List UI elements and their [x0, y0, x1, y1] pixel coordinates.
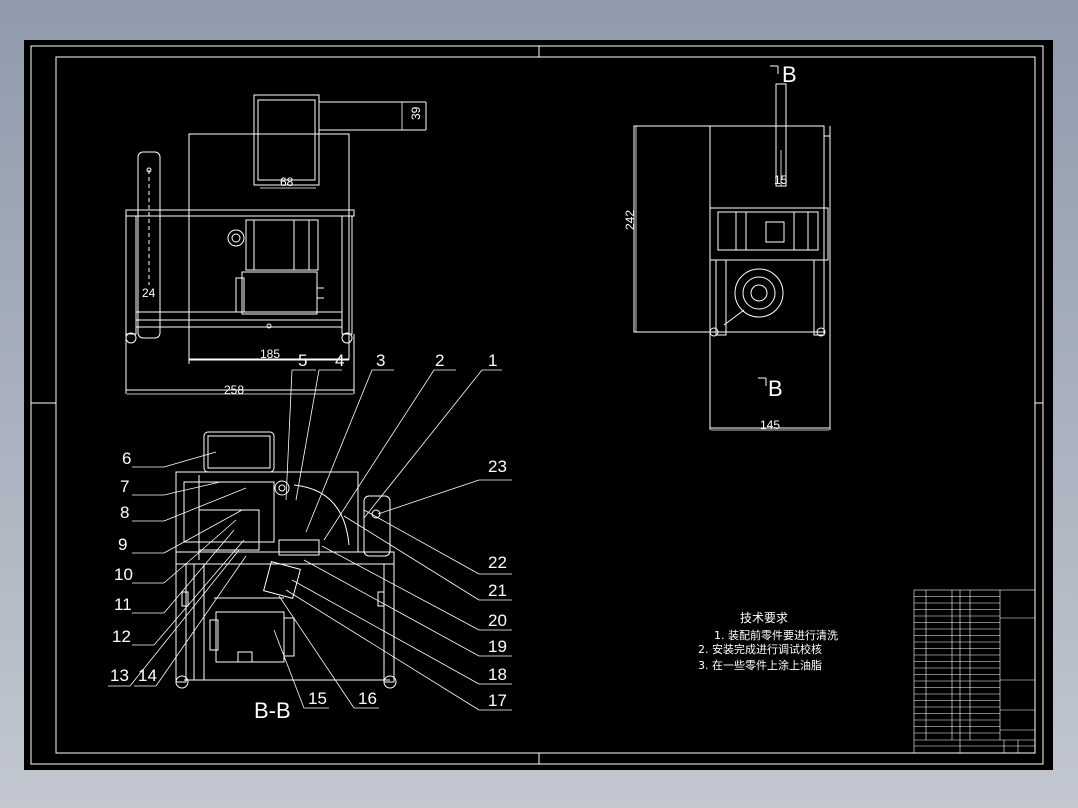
part-number-9: 9	[118, 535, 127, 554]
leader-lines	[108, 369, 512, 711]
dim-258: 258	[224, 383, 244, 397]
part-number-4: 4	[335, 351, 344, 370]
part-number-5: 5	[298, 351, 307, 370]
tech-requirement-3: 3. 在一些零件上涂上油脂	[698, 658, 822, 672]
part-number-17: 17	[488, 691, 507, 710]
dim-24: 24	[142, 286, 156, 300]
dim-15: 15	[774, 173, 788, 187]
section-view	[175, 431, 397, 689]
part-number-16: 16	[358, 689, 377, 708]
dimension-lines	[127, 102, 829, 431]
part-number-8: 8	[120, 503, 129, 522]
dim-39: 39	[409, 106, 423, 120]
part-number-23: 23	[488, 457, 507, 476]
part-number-18: 18	[488, 665, 507, 684]
tech-requirement-2: 2. 安装完成进行调试校核	[698, 642, 822, 656]
part-number-6: 6	[122, 449, 131, 468]
section-title: B-B	[254, 698, 291, 723]
side-view	[633, 65, 831, 430]
tech-requirements-title: 技术要求	[740, 611, 788, 625]
outer-frame	[30, 45, 1044, 765]
part-number-21: 21	[488, 581, 507, 600]
parts-list-table	[913, 589, 1036, 754]
part-number-14: 14	[138, 666, 157, 685]
part-number-1: 1	[488, 351, 497, 370]
part-number-22: 22	[488, 553, 507, 572]
dim-145: 145	[760, 418, 780, 432]
drawing-sheet: 39 68 24 185 258 242 15 145 B B B-B 5 4 …	[24, 40, 1053, 770]
part-number-12: 12	[112, 627, 131, 646]
part-number-7: 7	[120, 477, 129, 496]
part-number-11: 11	[114, 595, 132, 614]
section-mark-top: B	[782, 62, 797, 87]
dim-242: 242	[623, 210, 637, 230]
part-number-10: 10	[114, 565, 133, 584]
section-mark-bottom: B	[768, 376, 783, 401]
part-number-2: 2	[435, 351, 444, 370]
tech-requirement-1: 1. 装配前零件要进行清洗	[714, 628, 838, 642]
part-number-3: 3	[376, 351, 385, 370]
part-number-13: 13	[110, 666, 129, 685]
part-number-19: 19	[488, 637, 507, 656]
part-number-15: 15	[308, 689, 327, 708]
inner-frame	[55, 56, 1036, 754]
cad-drawing: 39 68 24 185 258 242 15 145 B B B-B 5 4 …	[30, 45, 1044, 765]
dim-185: 185	[260, 347, 280, 361]
part-number-20: 20	[488, 611, 507, 630]
dim-68: 68	[280, 175, 294, 189]
